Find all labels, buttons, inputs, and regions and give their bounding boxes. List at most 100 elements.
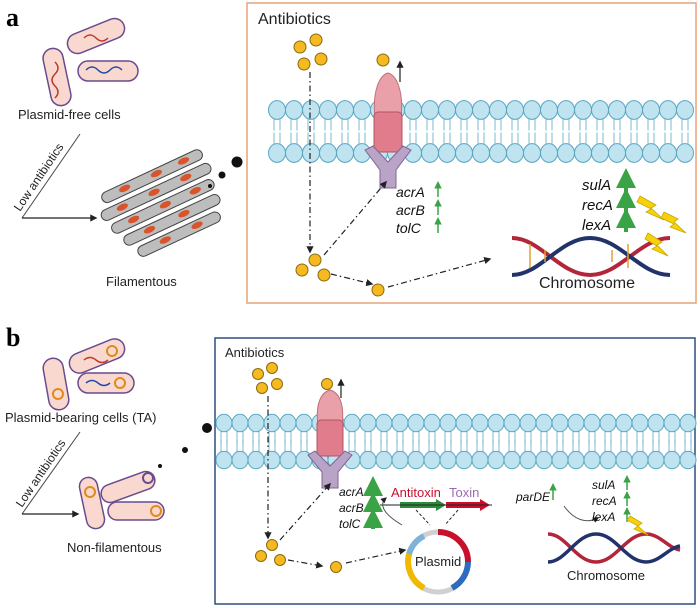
phospholipid-head: [268, 100, 286, 120]
phospholipid-head: [647, 450, 665, 470]
phospholipid-head: [263, 413, 281, 433]
phospholipid-head: [567, 413, 585, 433]
antitoxin-label: Antitoxin: [391, 485, 441, 500]
low-antibiotics-label-a: Low antibiotics: [11, 141, 67, 214]
lightning-icon: [636, 195, 687, 257]
phospholipid-head: [407, 450, 425, 470]
phospholipid-head: [506, 143, 524, 163]
phospholipid-head: [319, 100, 337, 120]
phospholipid-head: [647, 413, 665, 433]
gene-acrA-b: acrA: [339, 485, 364, 499]
pump-genes-a: acrA acrB tolC: [396, 181, 442, 236]
cell-membrane-a: [268, 100, 694, 163]
low-antibiotics-label-b: Low antibiotics: [13, 437, 69, 510]
phospholipid-head: [353, 100, 371, 120]
phospholipid-head: [679, 450, 697, 470]
phospholipid-head: [535, 413, 553, 433]
phospholipid-head: [615, 413, 633, 433]
filamentous-label: Filamentous: [106, 274, 177, 289]
phospholipid-head: [487, 450, 505, 470]
phospholipid-head: [472, 100, 490, 120]
plasmid-bearing-cells-icon: [42, 338, 135, 411]
efflux-pump-a: [364, 72, 412, 189]
gene-sulA-b: sulA: [592, 478, 615, 492]
antibiotic-molecules-b: [252, 362, 342, 573]
phospholipid-head: [519, 413, 537, 433]
panel-b-letter: b: [6, 323, 20, 352]
phospholipid-head: [591, 100, 609, 120]
phospholipid-head: [503, 413, 521, 433]
phospholipid-head: [438, 143, 456, 163]
phospholipid-head: [631, 450, 649, 470]
phospholipid-head: [268, 143, 286, 163]
phospholipid-head: [676, 143, 694, 163]
phospholipid-head: [557, 143, 575, 163]
gene-parDE: parDE: [515, 490, 551, 504]
phospholipid-head: [391, 413, 409, 433]
cell-membrane-b: [215, 413, 697, 470]
phospholipid-head: [489, 100, 507, 120]
panel-b: b Plasmid-bearing cells (TA) Low antibio…: [5, 323, 697, 605]
phospholipid-head: [421, 143, 439, 163]
panel-a: a Plasmid-free cells Low antibiotics: [6, 2, 697, 304]
phospholipid-head: [631, 413, 649, 433]
toxin-antitoxin-module: Antitoxin Toxin: [380, 485, 492, 526]
phospholipid-head: [404, 100, 422, 120]
phospholipid-head: [359, 450, 377, 470]
phospholipid-head: [471, 450, 489, 470]
gene-sulA-a: sulA: [582, 177, 611, 194]
gene-acrA-a: acrA: [396, 184, 425, 200]
phospholipid-head: [615, 450, 633, 470]
antibiotics-label-a: Antibiotics: [258, 11, 331, 28]
phospholipid-head: [407, 413, 425, 433]
lightning-icon: [626, 515, 649, 536]
phospholipid-head: [285, 143, 303, 163]
phospholipid-head: [591, 143, 609, 163]
phospholipid-head: [540, 100, 558, 120]
phospholipid-head: [567, 450, 585, 470]
phospholipid-head: [231, 413, 249, 433]
filamentous-cells-icon: [100, 149, 221, 257]
phospholipid-head: [663, 413, 681, 433]
phospholipid-head: [455, 143, 473, 163]
panel-b-zoom-box: [214, 337, 696, 605]
gene-lexA-b: lexA: [592, 510, 615, 524]
phospholipid-head: [302, 100, 320, 120]
phospholipid-head: [336, 100, 354, 120]
plasmid-label: Plasmid: [415, 554, 461, 569]
gene-acrB-b: acrB: [339, 501, 364, 515]
phospholipid-head: [659, 100, 677, 120]
phospholipid-head: [523, 143, 541, 163]
phospholipid-head: [519, 450, 537, 470]
phospholipid-head: [551, 450, 569, 470]
phospholipid-head: [359, 413, 377, 433]
phospholipid-head: [391, 450, 409, 470]
phospholipid-head: [215, 450, 233, 470]
chromosome-dna-b: [547, 532, 681, 564]
gene-tolC-b: tolC: [339, 517, 361, 531]
efflux-pump-b: [307, 389, 353, 489]
phospholipid-head: [487, 413, 505, 433]
plasmid-circle-icon: [405, 529, 471, 595]
phospholipid-head: [574, 100, 592, 120]
phospholipid-head: [423, 413, 441, 433]
phospholipid-head: [583, 413, 601, 433]
phospholipid-head: [439, 413, 457, 433]
phospholipid-head: [295, 413, 313, 433]
phospholipid-head: [455, 100, 473, 120]
phospholipid-head: [540, 143, 558, 163]
toxin-label: Toxin: [449, 485, 479, 500]
phospholipid-head: [438, 100, 456, 120]
phospholipid-head: [279, 413, 297, 433]
phospholipid-head: [583, 450, 601, 470]
phospholipid-head: [489, 143, 507, 163]
phospholipid-head: [625, 100, 643, 120]
panel-a-zoom-box: [246, 2, 697, 304]
gene-recA-b: recA: [592, 494, 617, 508]
phospholipid-head: [676, 100, 694, 120]
phospholipid-head: [503, 450, 521, 470]
phospholipid-head: [642, 143, 660, 163]
gene-tolC-a: tolC: [396, 220, 422, 236]
panel-a-letter: a: [6, 3, 19, 32]
non-filamentous-cells-icon: [78, 470, 165, 530]
